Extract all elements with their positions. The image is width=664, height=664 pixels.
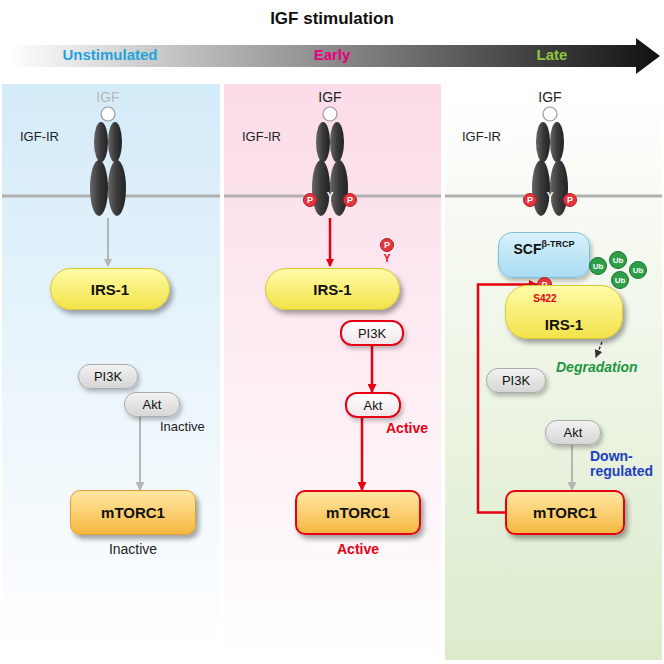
- node-text: Ub: [593, 262, 604, 271]
- annotation-label: IGF: [538, 90, 561, 105]
- ubiquitin-circle: Ub: [611, 271, 629, 289]
- annotation-label: IGF-IR: [462, 130, 501, 144]
- mtorc1-box: mTORC1: [505, 490, 625, 535]
- active-signal-box: PI3K: [340, 320, 404, 346]
- phospho-circle: P: [303, 193, 317, 207]
- annotation-label: IGF: [96, 90, 119, 105]
- superscript-text: β-TRCP: [542, 239, 575, 249]
- node-text: PI3K: [502, 373, 530, 388]
- node-text: P: [384, 240, 390, 250]
- node-text: Ub: [613, 256, 624, 265]
- node-text: Akt: [364, 398, 383, 413]
- annotation-label: IGF-IR: [242, 130, 281, 144]
- node-text: Ub: [633, 266, 644, 275]
- diagram-title: IGF stimulation: [270, 10, 394, 29]
- node-text: PI3K: [94, 369, 122, 384]
- annotation-label: IGF-IR: [20, 130, 59, 144]
- node-text: mTORC1: [533, 504, 597, 521]
- irs1-box: IRS-1: [265, 268, 400, 310]
- mtorc1-box: mTORC1: [70, 490, 196, 535]
- annotation-label: Unstimulated: [62, 47, 157, 64]
- node-text: SCF: [514, 241, 542, 257]
- node-text: IRS-1: [545, 316, 583, 333]
- phospho-circle: P: [380, 238, 394, 252]
- annotation-label: Late: [537, 47, 568, 64]
- active-signal-box: Akt: [345, 392, 401, 418]
- node-text: Ub: [615, 276, 626, 285]
- annotation-label: Y: [384, 253, 391, 264]
- signal-arrow: [361, 418, 364, 490]
- mtorc1-box: mTORC1: [295, 490, 421, 535]
- annotation-label: Degradation: [556, 360, 638, 375]
- irs1-box: IRS-1: [505, 285, 623, 339]
- node-text: mTORC1: [326, 504, 390, 521]
- node-text: P: [347, 195, 353, 205]
- annotation-label: S422: [533, 293, 556, 304]
- ubiquitin-circle: Ub: [589, 257, 607, 275]
- annotation-label: IGF: [318, 90, 341, 105]
- annotation-label: Early: [314, 47, 351, 64]
- signal-box: PI3K: [78, 364, 138, 389]
- node-text: P: [567, 195, 573, 205]
- signal-box: PI3K: [486, 368, 546, 393]
- ubiquitin-circle: Ub: [629, 261, 647, 279]
- signal-arrow: [139, 417, 141, 490]
- node-text: P: [307, 195, 313, 205]
- node-text: mTORC1: [101, 504, 165, 521]
- annotation-label: Active: [337, 542, 379, 557]
- irs1-box: IRS-1: [50, 268, 170, 310]
- node-text: PI3K: [358, 326, 386, 341]
- node-text: IRS-1: [313, 281, 351, 298]
- signal-box: Akt: [545, 420, 601, 445]
- ligase-box: SCFβ-TRCP: [498, 232, 590, 278]
- signal-arrow: [371, 346, 374, 392]
- signal-arrow: [571, 445, 573, 490]
- annotation-label: Down-regulated: [590, 449, 660, 480]
- annotation-label: Inactive: [160, 420, 205, 434]
- phospho-circle: P: [343, 193, 357, 207]
- phospho-circle: P: [563, 193, 577, 207]
- node-text: Akt: [143, 397, 162, 412]
- ubiquitin-circle: Ub: [609, 251, 627, 269]
- annotation-label: Inactive: [109, 542, 157, 557]
- annotation-label: Active: [386, 421, 428, 436]
- signal-box: Akt: [124, 392, 180, 417]
- node-text: Akt: [564, 425, 583, 440]
- node-text: P: [527, 195, 533, 205]
- node-text: IRS-1: [91, 281, 129, 298]
- annotation-label: Y: [327, 191, 334, 202]
- annotation-label: Y: [547, 191, 554, 202]
- phospho-circle: P: [523, 193, 537, 207]
